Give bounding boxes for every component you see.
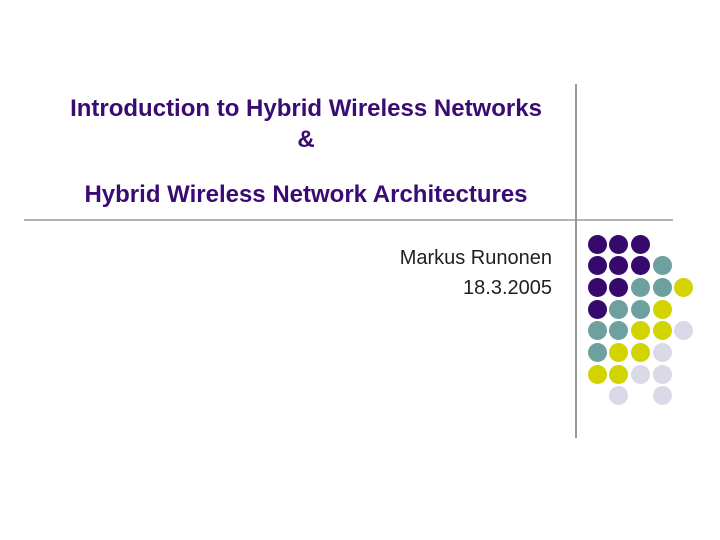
decorative-dot xyxy=(630,364,650,384)
decorative-dot xyxy=(609,343,629,362)
decorative-dot xyxy=(652,364,672,384)
decorative-dot xyxy=(609,386,629,406)
decorative-dot xyxy=(630,321,650,341)
decorative-dot xyxy=(652,386,672,406)
decorative-dot xyxy=(652,321,672,341)
decorative-dot xyxy=(587,343,607,362)
decorative-dot xyxy=(652,343,672,362)
decorative-dot xyxy=(609,299,629,319)
decorative-dot xyxy=(587,299,607,319)
presentation-date: 18.3.2005 xyxy=(463,277,552,299)
decorative-dot xyxy=(609,364,629,384)
decorative-dot xyxy=(674,321,694,341)
decorative-dot xyxy=(652,256,672,276)
decorative-dot xyxy=(674,277,694,297)
slide-title-line-1: Introduction to Hybrid Wireless Networks xyxy=(70,95,542,122)
decorative-dot xyxy=(630,343,650,362)
slide-title-ampersand: & xyxy=(297,126,315,153)
author-block: Markus Runonen 18.3.2005 xyxy=(252,243,552,303)
decorative-dot xyxy=(609,234,629,254)
decorative-dot xyxy=(587,234,607,254)
decorative-dot xyxy=(652,277,672,297)
slide-title-line-2: Hybrid Wireless Network Architectures xyxy=(84,181,528,208)
horizontal-divider-line xyxy=(24,219,673,221)
decorative-dot xyxy=(652,299,672,319)
author-name: Markus Runonen xyxy=(399,247,552,269)
decorative-dot xyxy=(630,299,650,319)
decorative-dot xyxy=(630,277,650,297)
title-spacer xyxy=(30,155,582,179)
slide-title-block: Introduction to Hybrid Wireless Networks… xyxy=(30,93,582,210)
decorative-dot xyxy=(587,256,607,276)
decorative-dot xyxy=(609,256,629,276)
decorative-dot xyxy=(587,364,607,384)
decorative-dot xyxy=(630,256,650,276)
decorative-dot xyxy=(630,234,650,254)
decorative-dot xyxy=(609,277,629,297)
decorative-dot xyxy=(587,277,607,297)
vertical-accent-line xyxy=(575,84,577,438)
decorative-dot xyxy=(609,321,629,341)
decorative-dot xyxy=(587,321,607,341)
